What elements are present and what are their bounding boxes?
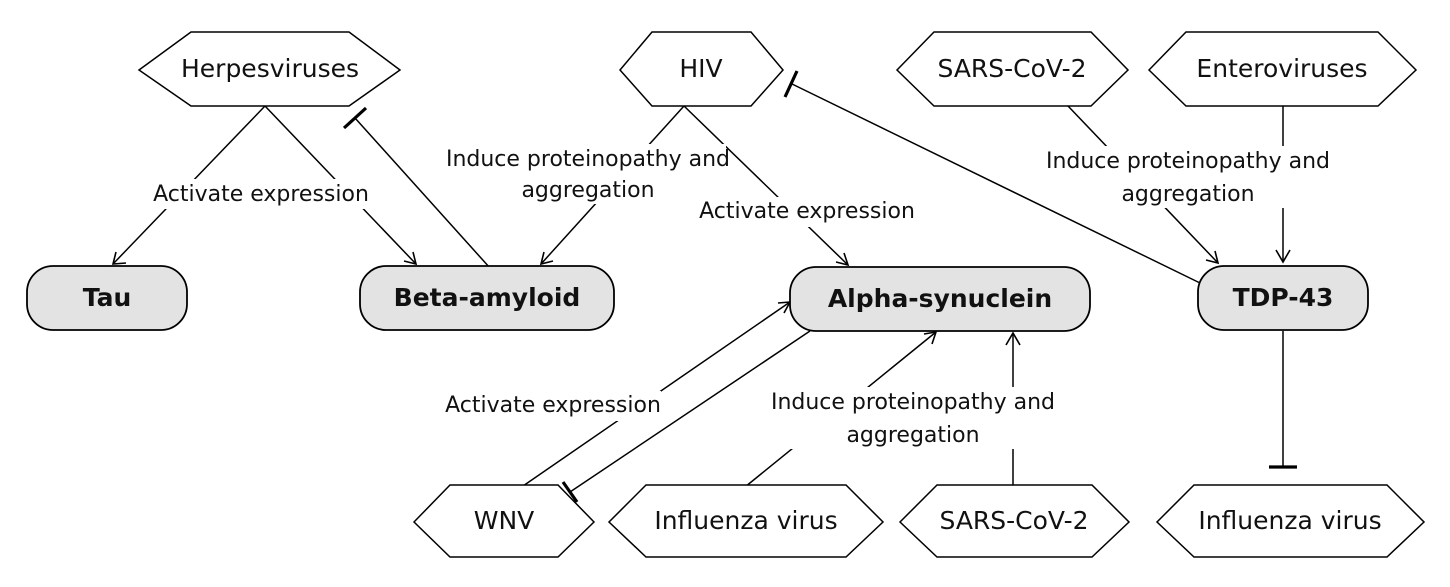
node-alpha-synuclein-label: Alpha-synuclein [828, 284, 1052, 313]
node-herpesviruses-label: Herpesviruses [181, 54, 359, 83]
node-sars-cov-2-bottom: SARS-CoV-2 [898, 484, 1131, 558]
label-hiv-proteinopathy-line2: aggregation [521, 178, 654, 203]
node-herpesviruses: Herpesviruses [137, 31, 402, 107]
node-beta-amyloid-label: Beta-amyloid [394, 283, 581, 312]
arrowhead-alpha-from-flu [923, 330, 938, 345]
node-influenza-virus-mid: Influenza virus [607, 484, 885, 558]
label-sars-entero-proteinopathy-line2: aggregation [1121, 182, 1254, 207]
node-influenza-virus-mid-label: Influenza virus [654, 506, 837, 535]
arrowhead-beta-from-hiv [539, 251, 554, 266]
arrowhead-tau [111, 251, 127, 265]
node-influenza-virus-right: Influenza virus [1155, 484, 1426, 558]
label-flu-sars-proteinopathy-line1: Induce proteinopathy and [771, 390, 1055, 415]
label-flu-sars-proteinopathy-line2: aggregation [846, 423, 979, 448]
node-sars-cov-2-bottom-label: SARS-CoV-2 [939, 506, 1088, 535]
label-hiv-proteinopathy-line1: Induce proteinopathy and [446, 147, 730, 172]
node-enteroviruses: Enteroviruses [1147, 31, 1418, 107]
node-alpha-synuclein: Alpha-synuclein [789, 266, 1091, 332]
arrowhead-alpha-from-hiv [835, 252, 850, 267]
node-tau: Tau [26, 265, 188, 331]
node-enteroviruses-label: Enteroviruses [1196, 54, 1367, 83]
label-wnv-activate: Activate expression [445, 393, 661, 418]
arrowhead-tdp-from-entero [1275, 249, 1291, 264]
edge-tdp-inhibits-hiv [789, 82, 1201, 284]
virus-nodes: Herpesviruses HIV SARS-CoV-2 Enterovirus… [137, 31, 1426, 558]
node-tdp-43-label: TDP-43 [1233, 283, 1334, 312]
arrowhead-beta-from-herpes [403, 251, 418, 266]
arrowhead-tdp-from-sars [1205, 250, 1220, 265]
edge-labels: Activate expression Induce proteinopathy… [153, 144, 1330, 449]
edge-hiv-to-alpha [683, 105, 849, 266]
node-influenza-virus-right-label: Influenza virus [1198, 506, 1381, 535]
node-hiv-label: HIV [679, 54, 722, 83]
edge-beta-inhibits-herpes [354, 117, 491, 269]
protein-nodes: Tau Beta-amyloid Alpha-synuclein TDP-43 [26, 265, 1369, 332]
arrowhead-alpha-from-wnv [777, 301, 792, 314]
node-beta-amyloid: Beta-amyloid [359, 265, 615, 331]
label-sars-entero-proteinopathy-line1: Induce proteinopathy and [1046, 149, 1330, 174]
inhibition-bar-herpes [342, 106, 368, 130]
node-wnv-label: WNV [474, 506, 535, 535]
inhibition-bar-wnv [561, 481, 579, 503]
edge-alpha-inhibits-wnv [569, 330, 811, 493]
node-sars-cov-2-top: SARS-CoV-2 [895, 31, 1130, 107]
label-hiv-activate: Activate expression [699, 199, 915, 224]
node-tau-label: Tau [83, 283, 132, 312]
inhibition-bar-hiv [783, 70, 799, 98]
label-herpes-activate: Activate expression [153, 182, 369, 207]
node-tdp-43: TDP-43 [1197, 265, 1369, 331]
edges [111, 70, 1297, 503]
node-wnv: WNV [412, 484, 596, 558]
node-hiv: HIV [619, 31, 784, 107]
arrowhead-alpha-from-sars [1005, 331, 1021, 346]
node-sars-cov-2-top-label: SARS-CoV-2 [937, 54, 1086, 83]
